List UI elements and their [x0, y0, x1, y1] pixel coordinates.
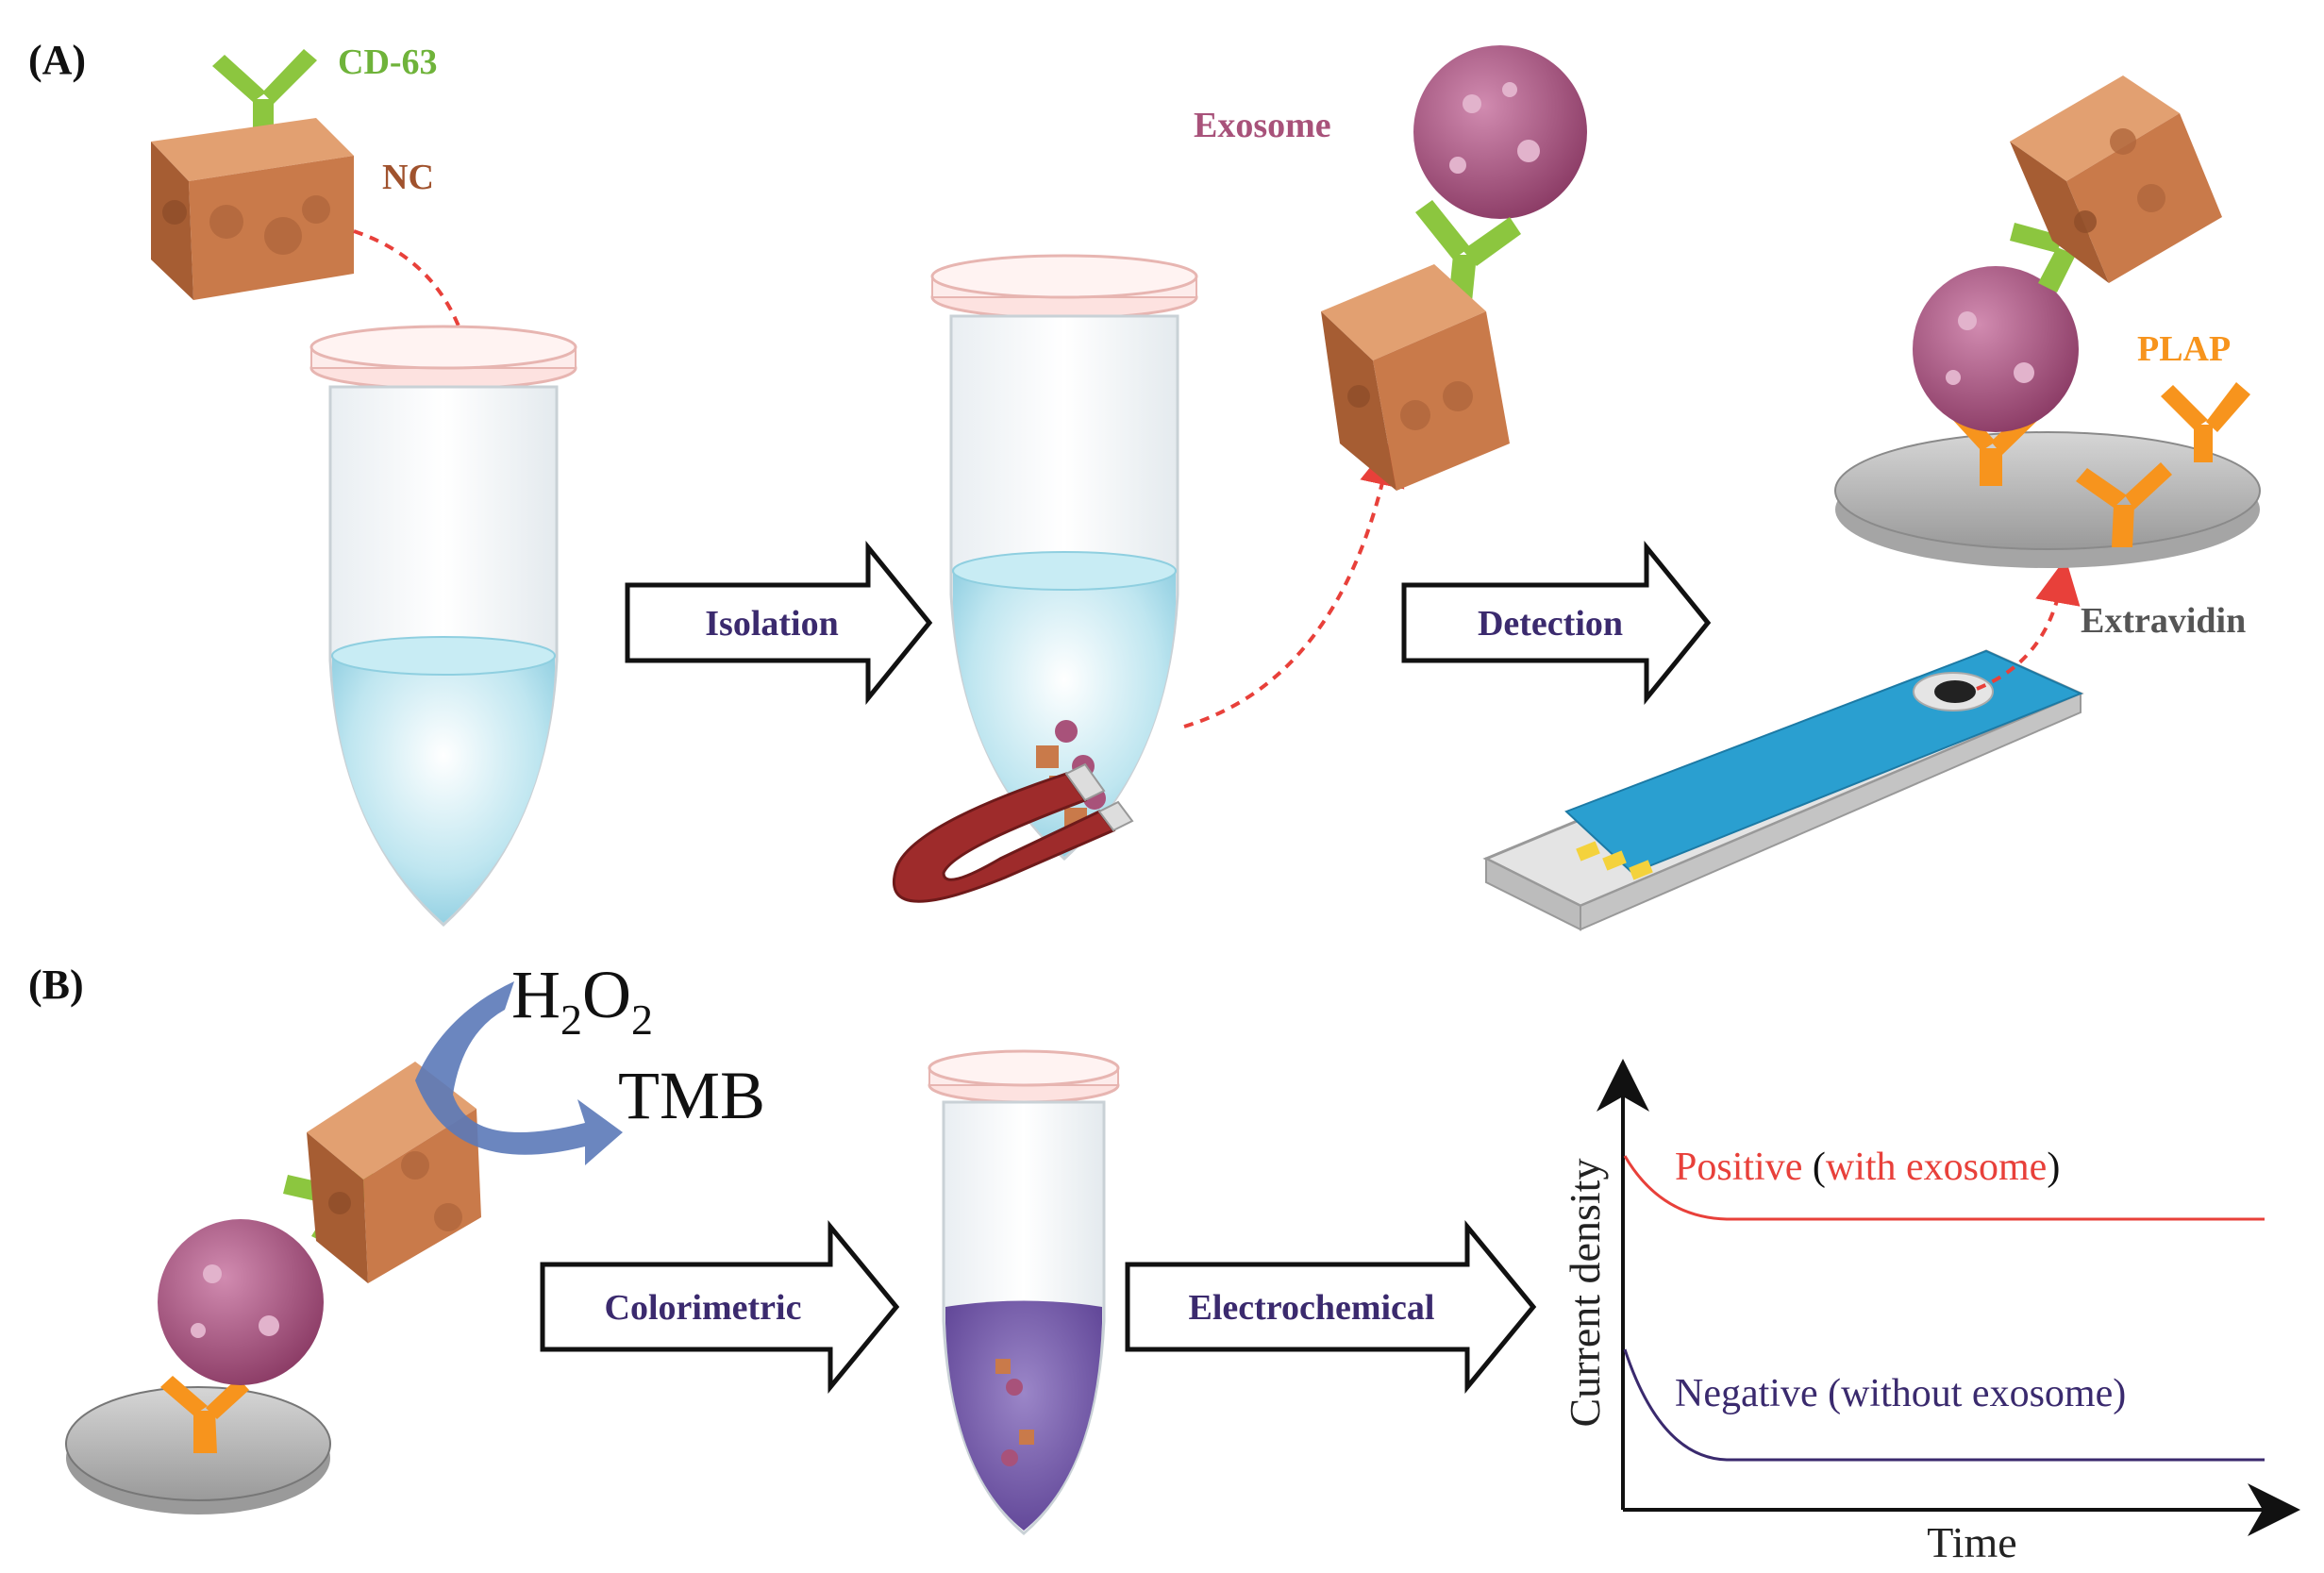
cd63-antibody-icon-2 [1415, 200, 1521, 302]
positive-legend: Positive (with exosome) [1675, 1146, 2060, 1189]
tmb-label: TMB [618, 1058, 765, 1133]
extravidin-label: Extravidin [2081, 601, 2246, 641]
detection-label: Detection [1478, 604, 1623, 644]
plap-antibody-icon-3 [2161, 382, 2250, 462]
plap-label: PLAP [2137, 329, 2231, 369]
colorimetric-label: Colorimetric [605, 1288, 802, 1328]
exosome-icon-3 [158, 1219, 324, 1385]
positive-curve [1623, 1155, 2265, 1221]
nc-label: NC [382, 158, 434, 197]
svg-text:H2O2: H2O2 [511, 957, 653, 1044]
tube-blue-empty [309, 325, 577, 928]
panel-a-label: (A) [28, 37, 86, 83]
negative-curve [1623, 1348, 2265, 1462]
catalysis-arrow [415, 981, 623, 1165]
contact-pad-2 [1602, 850, 1627, 871]
plap-antibody-icon-2 [2076, 462, 2172, 547]
detection-surface: PLAP Extravidin [1834, 75, 2261, 641]
isolation-arrow: Isolation [625, 540, 933, 706]
nanocube-icon [151, 118, 354, 300]
x-axis-label: Time [1927, 1518, 2016, 1566]
nc-drop-arrow [353, 229, 491, 395]
negative-word: Negative [1675, 1372, 1818, 1415]
screen-printed-electrode [1482, 558, 2084, 931]
current-graph: Current density Time Positive (with exos… [1561, 1059, 2300, 1566]
negative-legend: Negative (without exosome) [1675, 1372, 2126, 1415]
exosome-icon-2 [1913, 266, 2079, 432]
positive-word: Positive [1675, 1146, 1802, 1189]
colorimetric-arrow: Colorimetric [540, 1220, 900, 1394]
panel-b-label: (B) [28, 962, 84, 1008]
cd63-label: CD-63 [338, 42, 438, 82]
h2o2-sub2: 2 [631, 996, 653, 1044]
h2o2-label: H2O2 [511, 957, 653, 1044]
y-axis-label: Current density [1561, 1159, 1609, 1428]
electrochemical-arrow: Electrochemical [1125, 1220, 1537, 1394]
tube-blue-magnet [892, 254, 1405, 903]
h2o2-sub1: 2 [560, 996, 582, 1044]
tube-purple [928, 1049, 1120, 1535]
electrode-to-disk-arrow [1976, 558, 2081, 691]
nanocube-icon-2 [1321, 264, 1510, 491]
exosome-label: Exosome [1194, 106, 1331, 145]
h2o2-o: O [582, 957, 631, 1032]
isolation-label: Isolation [705, 604, 838, 644]
exosome-nanocube-complex: Exosome [1194, 45, 1587, 491]
isolate-to-exosome-arrow [1183, 440, 1405, 728]
nanocube-icon-3 [2010, 75, 2222, 283]
cd63-antibody-icon [212, 49, 317, 132]
h2o2-h: H [511, 957, 560, 1032]
electrochemical-label: Electrochemical [1189, 1288, 1435, 1328]
nanocube-with-cd63: CD-63 NC [151, 42, 491, 395]
plap-antibody-icon-4 [160, 1376, 249, 1453]
detection-arrow: Detection [1401, 540, 1712, 706]
exosome-icon [1413, 45, 1587, 219]
magnet-icon [892, 762, 1134, 903]
contact-pad-3 [1629, 860, 1653, 880]
panel-b-surface-complex: H2O2 TMB [65, 957, 765, 1514]
nanocube-icon-4 [307, 1062, 481, 1283]
positive-detail: with exosome [1826, 1146, 2047, 1189]
contact-pad-1 [1576, 841, 1600, 862]
tube-particles [995, 1359, 1034, 1466]
negative-detail: without exosome [1841, 1372, 2113, 1415]
